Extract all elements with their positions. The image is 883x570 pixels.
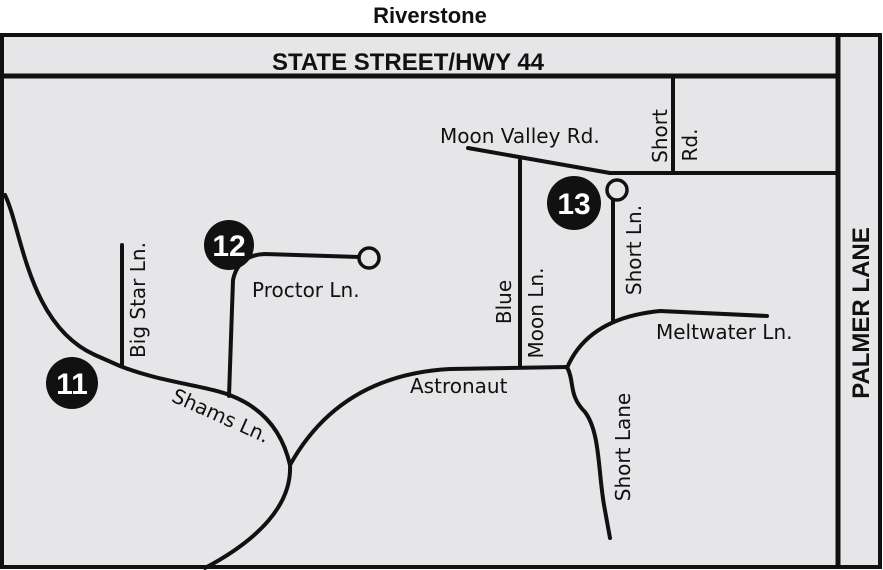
- short-rd-label-2: Rd.: [678, 129, 702, 162]
- map-title: Riverstone: [373, 3, 487, 28]
- astronaut-rd: [288, 365, 569, 467]
- blue-moon-label-1: Blue: [492, 280, 516, 324]
- moon-valley-label: Moon Valley Rd.: [440, 124, 600, 148]
- marker-11: 11: [46, 357, 98, 409]
- marker-number: 12: [212, 230, 245, 263]
- big-star-label: Big Star Ln.: [126, 242, 150, 358]
- moon-valley-rd: [466, 146, 612, 175]
- short-ln-cul-de-sac: [605, 178, 629, 202]
- proctor-cul-de-sac: [357, 246, 381, 270]
- marker-13: 13: [547, 176, 601, 230]
- marker-12: 12: [204, 220, 254, 270]
- marker-number: 11: [56, 368, 88, 401]
- street-labels: Moon Valley Rd. Short Rd. Short Ln. Blue…: [126, 109, 792, 501]
- state-street-label: STATE STREET/HWY 44: [272, 49, 545, 76]
- shams-ln: [3, 193, 293, 570]
- roads: [3, 74, 840, 570]
- meltwater-ln: [565, 309, 769, 370]
- short-rd-label-1: Short: [648, 109, 672, 163]
- blue-moon-label-2: Moon Ln.: [524, 268, 548, 359]
- palmer-lane-label: PALMER LANE: [848, 227, 875, 399]
- meltwater-label: Meltwater Ln.: [656, 320, 792, 344]
- astronaut-label: Astronaut: [410, 374, 508, 398]
- marker-circle: [46, 357, 98, 409]
- map-frame: [0, 33, 882, 569]
- short-lane: [565, 365, 612, 540]
- short-ln-label: Short Ln.: [622, 205, 646, 295]
- proctor-label: Proctor Ln.: [252, 278, 360, 302]
- marker-number: 13: [557, 188, 590, 221]
- marker-circle: [547, 176, 601, 230]
- marker-circle: [204, 220, 254, 270]
- short-lane-label: Short Lane: [611, 393, 635, 501]
